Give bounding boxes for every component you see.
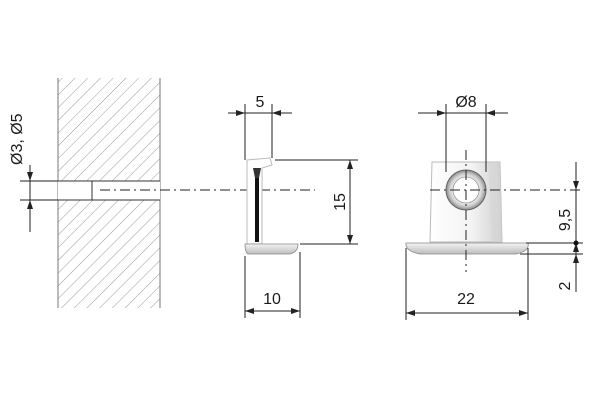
bore-diameter-label: Ø8 [455,94,476,111]
depth-label: 10 [263,291,281,308]
depth-dimension: 10 [244,252,301,318]
wall-section [57,78,161,308]
bore-diameter-dimension: Ø8 [418,94,508,172]
front-view [405,161,529,255]
height-label: 15 [332,193,349,211]
width-label: 22 [457,291,475,308]
side-flange [244,243,299,255]
thickness-dimension: 5 [228,94,292,160]
offset-dimension: 9,5 2 [520,162,583,292]
drilled-hole [58,181,92,200]
front-body-shade [488,162,502,242]
hole-diameter-label: Ø3, Ø5 [9,113,26,165]
flange-height-label: 2 [557,281,574,290]
side-view [244,157,299,255]
pin-offset-label: 9,5 [557,209,574,231]
hole-diameter-dimension: Ø3, Ø5 [9,113,58,232]
dimension-point [573,240,579,246]
front-flange [405,242,529,255]
height-dimension: 15 [275,159,358,245]
width-dimension: 22 [405,248,529,320]
thickness-label: 5 [256,94,265,111]
side-slot-top [253,168,261,178]
side-slot [255,170,259,242]
